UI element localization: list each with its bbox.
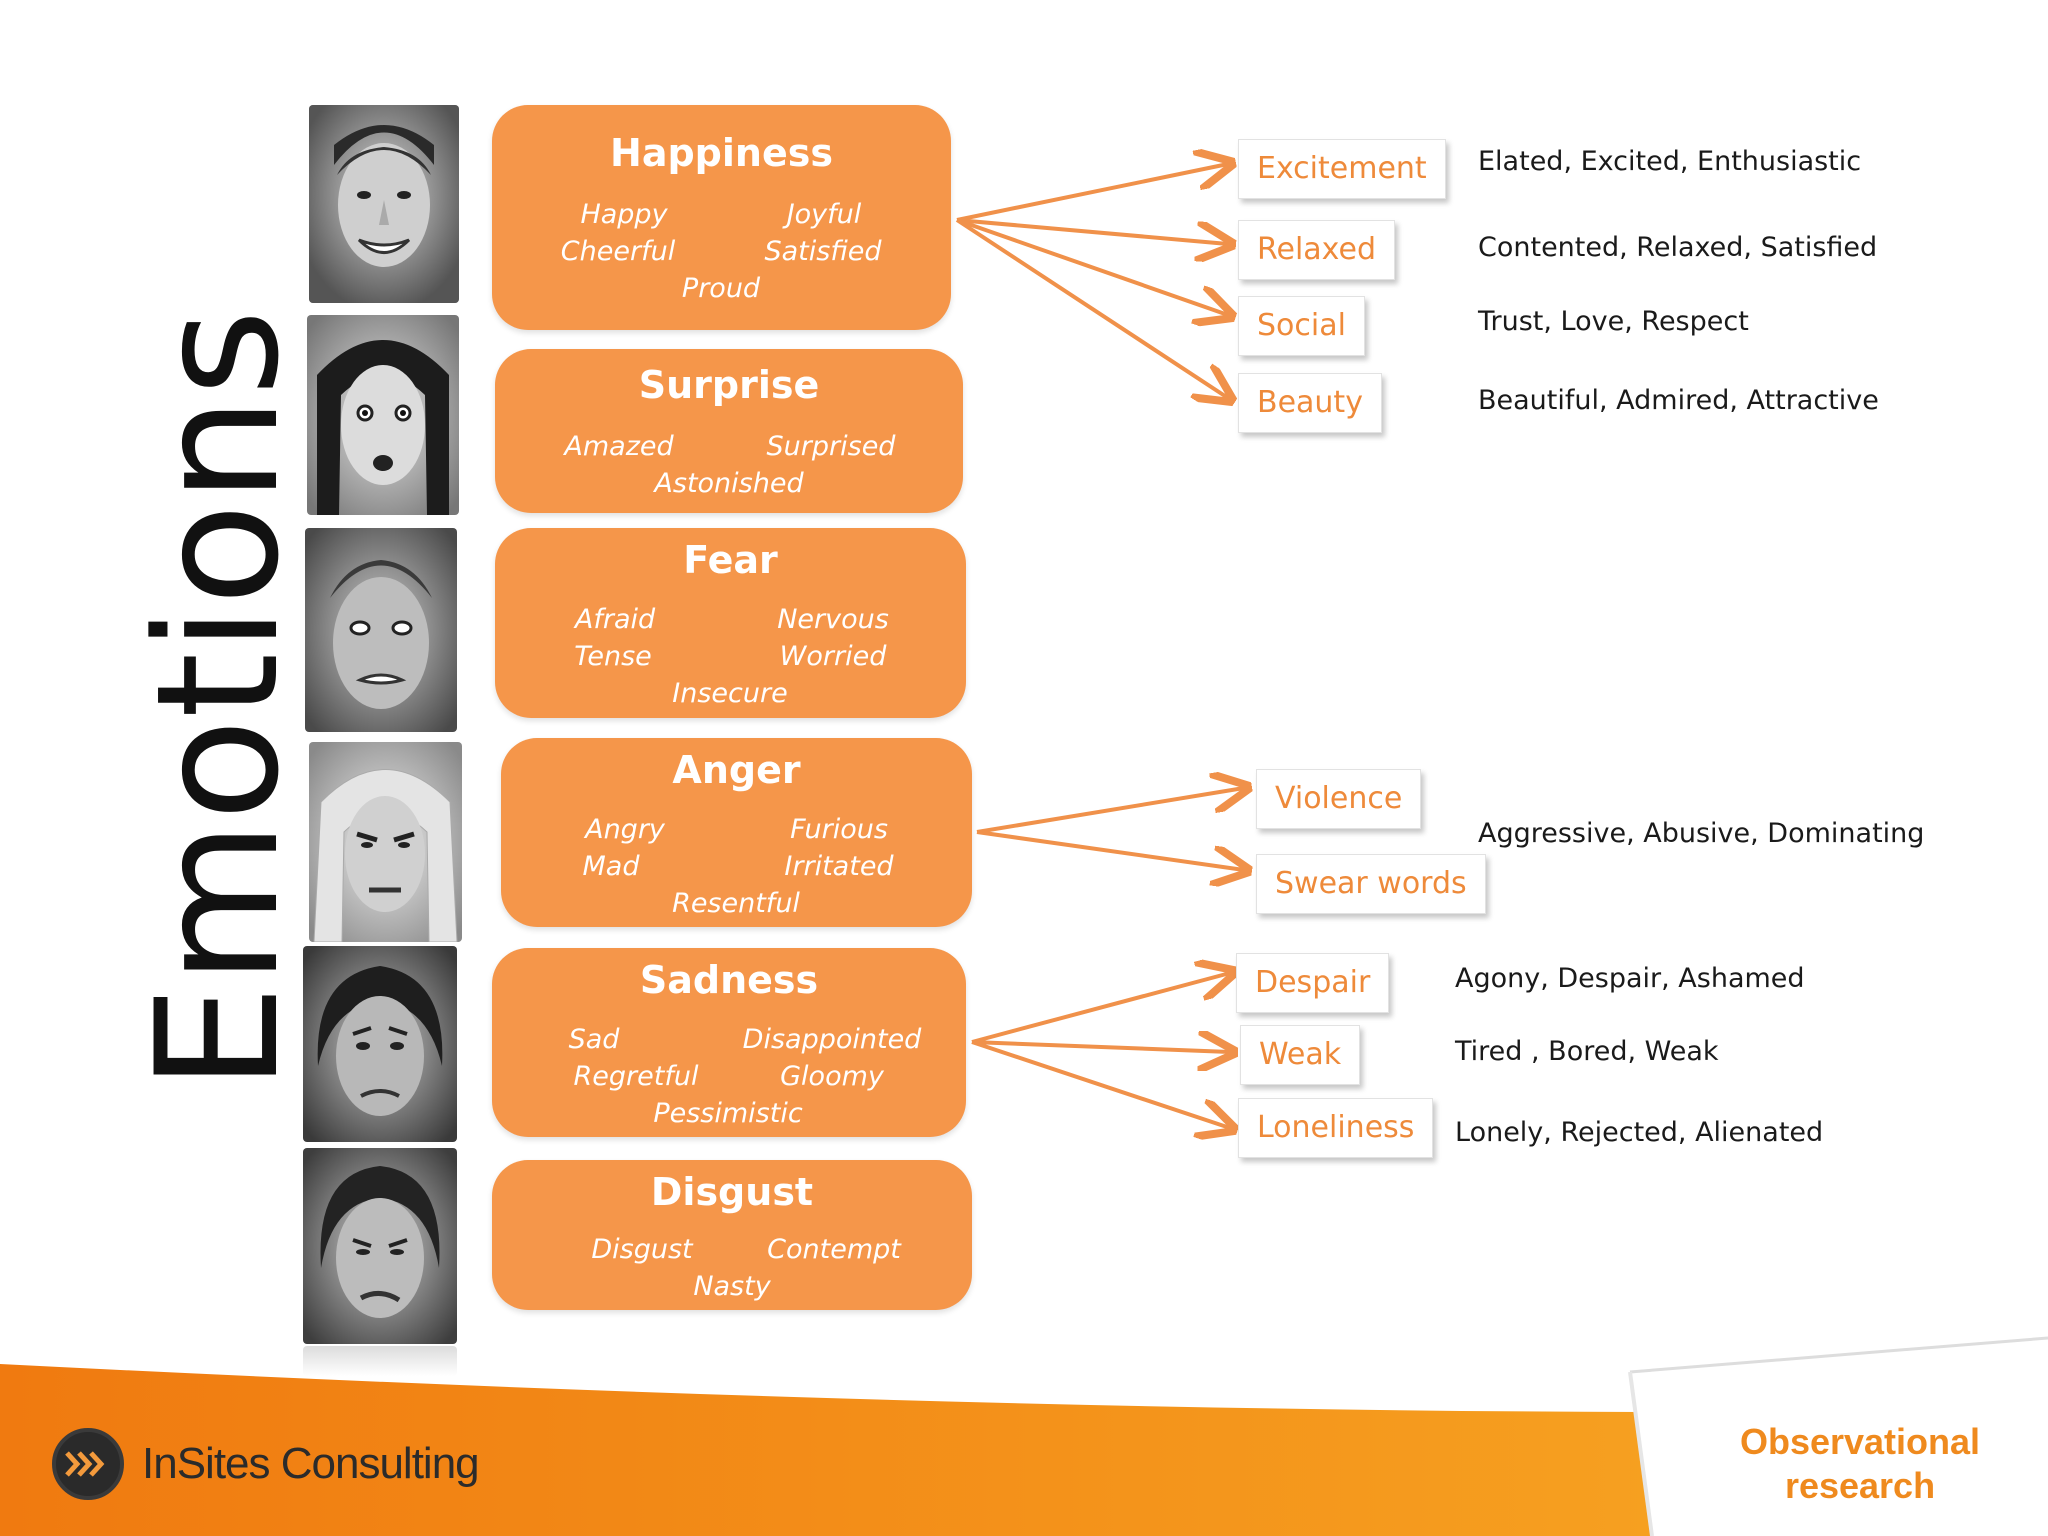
branch-description-excitement: Elated, Excited, Enthusiastic [1478, 146, 1862, 177]
arrow-sadness-despair [971, 973, 1230, 1044]
emotion-word: Nasty [693, 1271, 771, 1302]
face-sadness-image [303, 946, 457, 1142]
emotion-word: Afraid [574, 604, 656, 635]
emotion-word: Joyful [786, 199, 862, 230]
emotion-word: Astonished [654, 468, 804, 499]
emotion-word: Nervous [777, 604, 889, 635]
emotion-word: Cheerful [560, 236, 676, 267]
emotion-heading: Sadness [639, 958, 819, 1002]
company-name: InSites Consulting [142, 1439, 480, 1488]
face-disgust-image [303, 1148, 457, 1344]
arrow-sadness-loneliness [971, 1040, 1230, 1128]
arrow-happiness-excitement [956, 164, 1228, 222]
emotion-word: Proud [681, 273, 761, 304]
branch-label-despair: Despair [1236, 953, 1390, 1013]
chevron-arrows-logo-icon [52, 1428, 124, 1500]
emotion-word: Resentful [672, 888, 800, 919]
emotion-word: Irritated [784, 851, 894, 882]
arrow-anger-violence [976, 788, 1244, 834]
emotion-word: Disgust [591, 1234, 693, 1265]
emotion-word: Contempt [767, 1234, 901, 1265]
branch-description-beauty: Beautiful, Admired, Attractive [1478, 385, 1879, 416]
emotion-word: Sad [568, 1024, 620, 1055]
emotion-box-anger: Anger Angry Furious Mad Irritated Resent… [501, 738, 972, 927]
emotion-heading: Fear [683, 538, 778, 582]
arrow-happiness-relaxed [956, 218, 1228, 244]
branch-description-anger: Aggressive, Abusive, Dominating [1478, 818, 1925, 849]
section-label-line2: research [1784, 1465, 1936, 1506]
emotion-word: Furious [790, 814, 888, 845]
branch-description-social: Trust, Love, Respect [1478, 306, 1749, 337]
emotion-word: Pessimistic [653, 1098, 803, 1129]
branch-description-loneliness: Lonely, Rejected, Alienated [1455, 1117, 1824, 1148]
emotion-heading: Anger [672, 748, 801, 792]
branch-label-excitement: Excitement [1238, 139, 1446, 199]
branch-label-violence: Violence [1256, 769, 1422, 829]
branch-label-social: Social [1238, 296, 1365, 356]
emotion-word: Angry [585, 814, 665, 845]
face-reflection [303, 1346, 457, 1376]
emotion-box-happiness: Happiness Happy Joyful Cheerful Satisfie… [492, 105, 951, 330]
emotion-word: Gloomy [780, 1061, 884, 1092]
emotion-word: Amazed [564, 431, 674, 462]
arrow-happiness-social [956, 218, 1228, 315]
emotion-word: Regretful [573, 1061, 699, 1092]
branch-label-relaxed: Relaxed [1238, 220, 1396, 280]
emotion-word: Surprised [766, 431, 896, 462]
arrow-sadness-weak [971, 1042, 1230, 1052]
emotion-heading: Surprise [638, 363, 820, 407]
emotion-word: Worried [779, 641, 887, 672]
emotion-word: Tense [574, 641, 652, 672]
emotion-box-sadness: Sadness Sad Disappointed Regretful Gloom… [492, 948, 966, 1137]
emotion-word: Satisfied [764, 236, 882, 267]
branch-description-weak: Tired , Bored, Weak [1455, 1036, 1719, 1067]
arrow-anger-swear-words [976, 830, 1244, 870]
emotion-heading: Happiness [610, 131, 833, 175]
branch-label-swear-words: Swear words [1256, 854, 1486, 914]
branch-description-relaxed: Contented, Relaxed, Satisfied [1478, 232, 1878, 263]
arrow-happiness-beauty [955, 218, 1228, 398]
emotion-word: Insecure [672, 678, 788, 709]
emotion-box-disgust: Disgust Disgust Contempt Nasty [492, 1160, 972, 1310]
face-happiness-image [309, 105, 459, 303]
face-surprise-image [307, 315, 459, 515]
face-fear-image [305, 528, 457, 732]
branch-label-beauty: Beauty [1238, 373, 1382, 433]
emotion-word: Happy [580, 199, 668, 230]
emotion-heading: Disgust [650, 1170, 814, 1214]
branch-description-despair: Agony, Despair, Ashamed [1455, 963, 1805, 994]
emotion-box-fear: Fear Afraid Nervous Tense Worried Insecu… [495, 528, 966, 718]
section-label-line1: Observational [1739, 1421, 1981, 1462]
emotion-word: Mad [582, 851, 640, 882]
branch-label-loneliness: Loneliness [1238, 1098, 1434, 1158]
emotion-box-surprise: Surprise Amazed Surprised Astonished [495, 349, 963, 513]
company-logo: InSites Consulting [52, 1428, 480, 1500]
section-label: Observational research [1700, 1420, 2020, 1508]
branch-label-weak: Weak [1240, 1025, 1361, 1085]
face-anger-image [309, 742, 462, 942]
emotion-word: Disappointed [742, 1024, 922, 1055]
page-title: Emotions [120, 309, 316, 1091]
